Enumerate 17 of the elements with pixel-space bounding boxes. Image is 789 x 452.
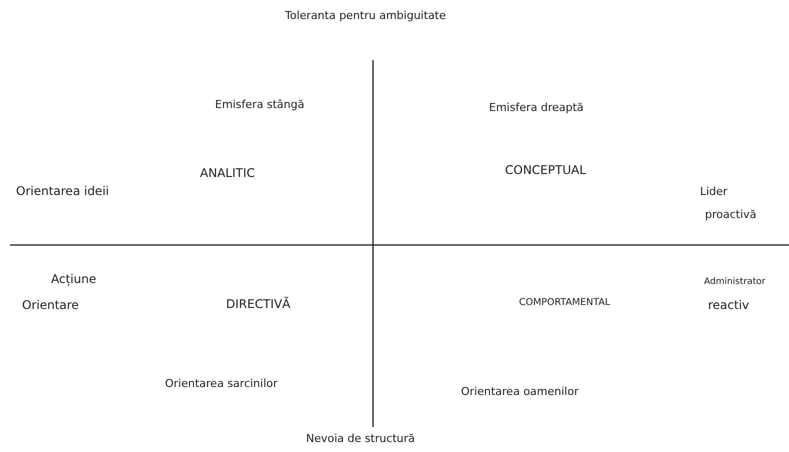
quadrant-label: DIRECTIVĂ — [226, 297, 290, 312]
quadrant-label: CONCEPTUAL — [505, 163, 586, 178]
axis-label: Toleranta pentru ambiguitate — [285, 9, 446, 22]
role-label: Administrator — [704, 277, 766, 288]
quadrant-label: ANALITIC — [200, 166, 255, 180]
orientation-label: Orientarea sarcinilor — [165, 377, 278, 390]
quadrant-label: COMPORTAMENTAL — [519, 297, 610, 308]
role-label: proactivă — [705, 208, 756, 222]
orientation-label: Orientare — [22, 298, 79, 312]
orientation-label: Acțiune — [51, 272, 96, 286]
role-label: Lider — [700, 185, 728, 198]
role-label: reactiv — [708, 298, 750, 312]
hemisphere-label: Emisfera dreaptă — [489, 101, 584, 114]
orientation-label: Orientarea ideii — [16, 184, 109, 198]
axis-label: Nevoia de structură — [306, 432, 415, 446]
hemisphere-label: Emisfera stângă — [215, 98, 304, 112]
orientation-label: Orientarea oamenilor — [461, 385, 579, 398]
